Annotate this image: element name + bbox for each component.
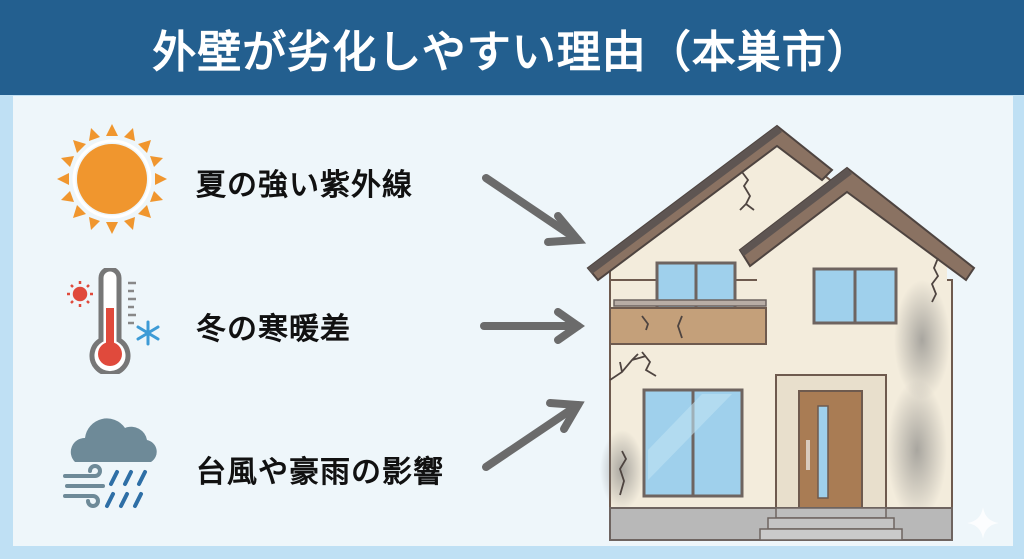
thermometer-icon [67, 268, 160, 374]
cause-storm: 台風や豪雨の影響 [196, 447, 444, 491]
cause-temperature: 冬の寒暖差 [196, 304, 351, 348]
cause-label-temperature: 冬の寒暖差 [196, 312, 351, 347]
sun-icon [57, 124, 167, 234]
house-illustration [586, 124, 976, 541]
arrow-icon-storm [482, 399, 585, 471]
cause-uv: 夏の強い紫外線 [196, 160, 413, 204]
arrow-icon-uv [482, 174, 587, 246]
rain-cloud-wind-icon [63, 418, 157, 508]
cause-label-storm: 台風や豪雨の影響 [196, 455, 444, 490]
sparkle-icon [967, 507, 999, 539]
title-banner: 外壁が劣化しやすい理由（本巣市） [0, 0, 1024, 95]
page-title: 外壁が劣化しやすい理由（本巣市） [152, 26, 872, 78]
arrow-icon-temperature [480, 308, 585, 344]
cause-label-uv: 夏の強い紫外線 [196, 168, 413, 203]
